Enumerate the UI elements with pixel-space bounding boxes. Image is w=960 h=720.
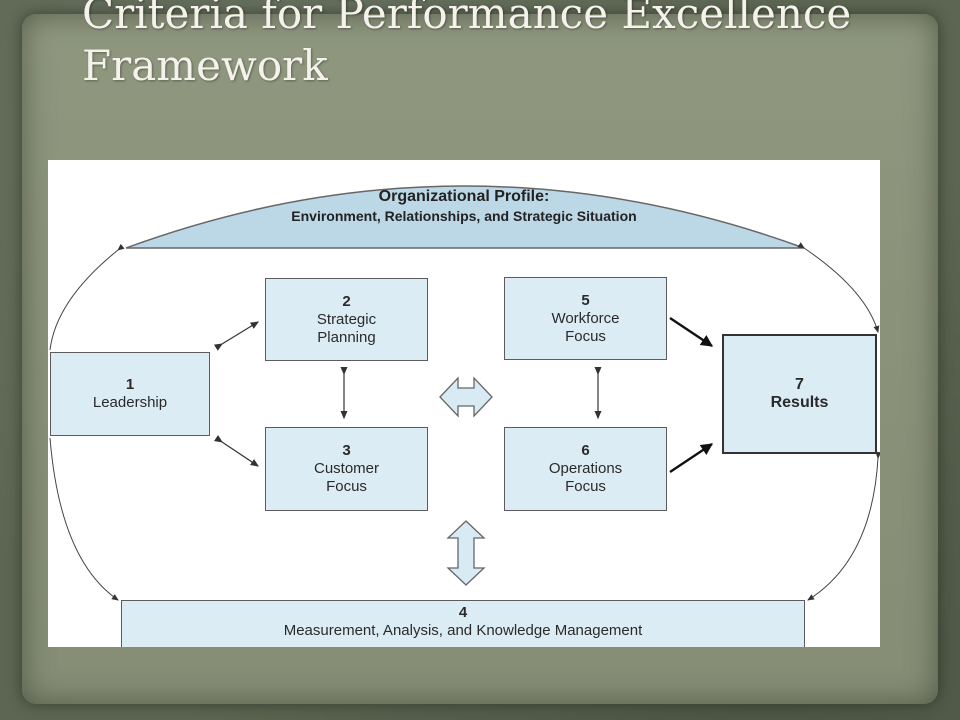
- hollow-vertical-double-arrow: [446, 520, 486, 586]
- customer-line1: Customer: [313, 460, 380, 477]
- slide-title: Criteria for Performance Excellence Fram…: [82, 0, 851, 92]
- operations-line2: Focus: [565, 478, 606, 495]
- workforce-line1: Workforce: [551, 309, 620, 327]
- title-line-2: Framework: [82, 41, 328, 90]
- arrow-leadership-customer: [214, 435, 259, 467]
- strategic-planning-box: 2 Strategic Planning: [265, 278, 428, 361]
- title-line-1: Criteria for Performance Excellence: [82, 0, 852, 38]
- workforce-number: 5: [581, 291, 590, 309]
- workforce-focus-box: 5 Workforce Focus: [504, 277, 667, 360]
- leadership-number: 1: [125, 376, 135, 393]
- strategic-number: 2: [342, 292, 351, 310]
- leadership-box: 1 Leadership: [50, 352, 210, 436]
- diagram-connectors: [49, 185, 880, 601]
- arrow-workforce-results: [669, 317, 713, 347]
- customer-line2: Focus: [326, 478, 367, 495]
- measurement-label: Measurement, Analysis, and Knowledge Man…: [283, 622, 643, 639]
- arc-results-to-measurement: [807, 451, 880, 601]
- operations-focus-box: 6 Operations Focus: [504, 427, 667, 511]
- customer-number: 3: [342, 442, 351, 459]
- arrow-leadership-strategic: [213, 321, 260, 351]
- measurement-number: 4: [458, 604, 468, 621]
- arc-profile-to-leadership: [49, 243, 125, 351]
- results-number: 7: [795, 376, 804, 393]
- strategic-line1: Strategic: [316, 310, 377, 328]
- arc-profile-to-results: [797, 242, 880, 333]
- framework-diagram: Organizational Profile: Environment, Rel…: [48, 160, 880, 647]
- strategic-line2: Planning: [317, 328, 376, 346]
- leadership-label: Leadership: [92, 394, 168, 411]
- profile-title: Organizational Profile:: [378, 188, 550, 205]
- operations-number: 6: [581, 442, 590, 459]
- customer-focus-box: 3 Customer Focus: [265, 427, 428, 511]
- workforce-line2: Focus: [565, 327, 606, 345]
- organizational-profile-dome: [125, 185, 805, 249]
- measurement-box: 4 Measurement, Analysis, and Knowledge M…: [121, 600, 805, 647]
- results-label: Results: [770, 394, 829, 411]
- arc-leadership-to-measurement: [49, 437, 119, 601]
- operations-line1: Operations: [548, 460, 623, 477]
- profile-subtitle: Environment, Relationships, and Strategi…: [291, 208, 637, 224]
- organizational-profile-label: Organizational Profile: Environment, Rel…: [48, 186, 880, 226]
- hollow-horizontal-double-arrow: [439, 376, 493, 418]
- arrow-operations-results: [669, 443, 713, 473]
- results-box: 7 Results: [722, 334, 877, 454]
